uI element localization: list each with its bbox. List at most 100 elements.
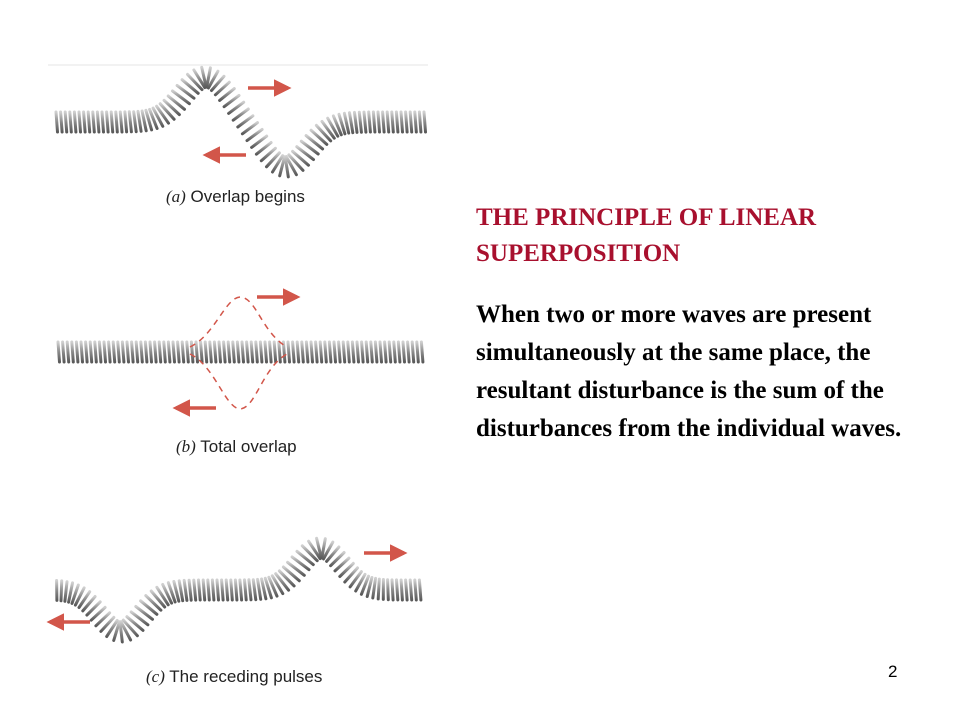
spring-coil xyxy=(118,620,124,644)
spring-coil xyxy=(354,572,367,593)
spring-coil xyxy=(404,578,409,602)
spring-coil xyxy=(401,340,406,364)
spring-coil xyxy=(350,340,356,364)
spring-coil xyxy=(240,121,259,136)
spring-coil xyxy=(323,340,328,364)
spring-coil xyxy=(295,549,315,567)
spring-coil xyxy=(392,340,397,364)
spring-coil xyxy=(254,340,259,364)
spring-coil xyxy=(222,340,227,364)
spring-coil xyxy=(144,108,154,132)
spring-coil xyxy=(291,340,296,364)
spring-coil xyxy=(362,110,368,134)
spring-coil xyxy=(84,340,89,364)
spring-coil xyxy=(404,110,409,134)
spring-coil xyxy=(140,109,148,133)
spring-coil xyxy=(422,110,427,134)
spring-coil xyxy=(81,595,97,613)
spring-coil xyxy=(272,340,278,364)
spring-coil xyxy=(89,605,107,622)
spring-coil xyxy=(399,110,404,134)
spring-coil xyxy=(70,583,80,605)
spring-coil xyxy=(419,340,425,364)
spring-coil xyxy=(274,572,291,592)
spring-coil xyxy=(406,340,411,364)
spring-coil xyxy=(166,340,172,364)
caption-c-letter: (c) xyxy=(146,667,165,686)
spring-coil xyxy=(295,340,301,364)
caption-a-letter: (a) xyxy=(166,187,186,206)
spring-coil xyxy=(212,340,218,364)
spring-coil xyxy=(148,340,153,364)
spring-coil xyxy=(182,578,189,602)
spring-coil xyxy=(415,340,420,364)
spring-coil xyxy=(385,110,391,134)
dashed-pulse-down xyxy=(189,353,288,410)
spring-coil xyxy=(281,565,301,583)
spring-coil xyxy=(338,561,355,578)
spring-coil xyxy=(309,340,314,364)
spring-coil xyxy=(132,110,138,134)
spring-coil xyxy=(59,110,64,134)
spring-coil xyxy=(139,340,144,364)
spring-coil xyxy=(396,340,402,364)
spring-coil xyxy=(73,586,86,607)
spring-coil xyxy=(250,134,269,149)
spring-coil xyxy=(243,578,248,602)
spring-coil xyxy=(220,578,225,602)
spring-coil xyxy=(348,111,355,135)
spring-coil xyxy=(263,576,273,600)
slide-heading: THE PRINCIPLE OF LINEAR SUPERPOSITION xyxy=(476,200,936,272)
spring-coil xyxy=(318,340,324,364)
spring-coil xyxy=(251,578,258,602)
spring-coil xyxy=(139,599,159,616)
spring-coil xyxy=(129,610,150,627)
spring-coil xyxy=(371,110,377,134)
spring-coil xyxy=(107,340,112,364)
caption-b-letter: (b) xyxy=(176,437,196,456)
spring-coil xyxy=(155,585,170,607)
spring-coil xyxy=(331,114,343,137)
spring-coil xyxy=(263,340,268,364)
spring-coil xyxy=(413,110,418,134)
spring-coil xyxy=(155,104,170,125)
spring-coil xyxy=(192,578,198,602)
spring-coil xyxy=(203,340,209,364)
page-number: 2 xyxy=(888,662,898,681)
spring-coil xyxy=(63,110,69,134)
spring-coil xyxy=(210,74,226,92)
spring-coil xyxy=(245,340,250,364)
spring-coil xyxy=(235,340,241,364)
spring-coil xyxy=(254,141,273,156)
spring-coil xyxy=(386,578,390,602)
spring-coil xyxy=(399,578,404,602)
spring-coil xyxy=(59,579,64,603)
spring-coil xyxy=(337,112,347,136)
spring-coil xyxy=(171,89,191,106)
spring-coil xyxy=(327,340,333,364)
spring-coil xyxy=(134,340,140,364)
spring-coil xyxy=(162,340,167,364)
caption-receding-pulses: (c) The receding pulses xyxy=(146,667,322,687)
spring-coil xyxy=(100,110,105,134)
spring-coil xyxy=(240,340,245,364)
spring-coil xyxy=(343,566,359,584)
spring-coil xyxy=(197,578,202,602)
spring-coil xyxy=(120,340,126,364)
spring-coil xyxy=(121,618,139,638)
spring-coil xyxy=(91,110,96,134)
spring-coil xyxy=(300,340,305,364)
spring-coil xyxy=(265,151,281,169)
spring-coil xyxy=(200,65,208,89)
spring-coil xyxy=(63,580,69,603)
spring-coil xyxy=(227,100,246,115)
spring-coil xyxy=(85,600,102,617)
spring-coil xyxy=(320,537,327,560)
spring-coil xyxy=(111,340,117,364)
spring-coil xyxy=(353,110,359,134)
caption-total-overlap: (b) Total overlap xyxy=(176,437,297,457)
spring-coil xyxy=(267,575,279,598)
spring-coil xyxy=(381,110,386,134)
spring-coil xyxy=(56,340,61,364)
spring-coil xyxy=(326,116,340,138)
